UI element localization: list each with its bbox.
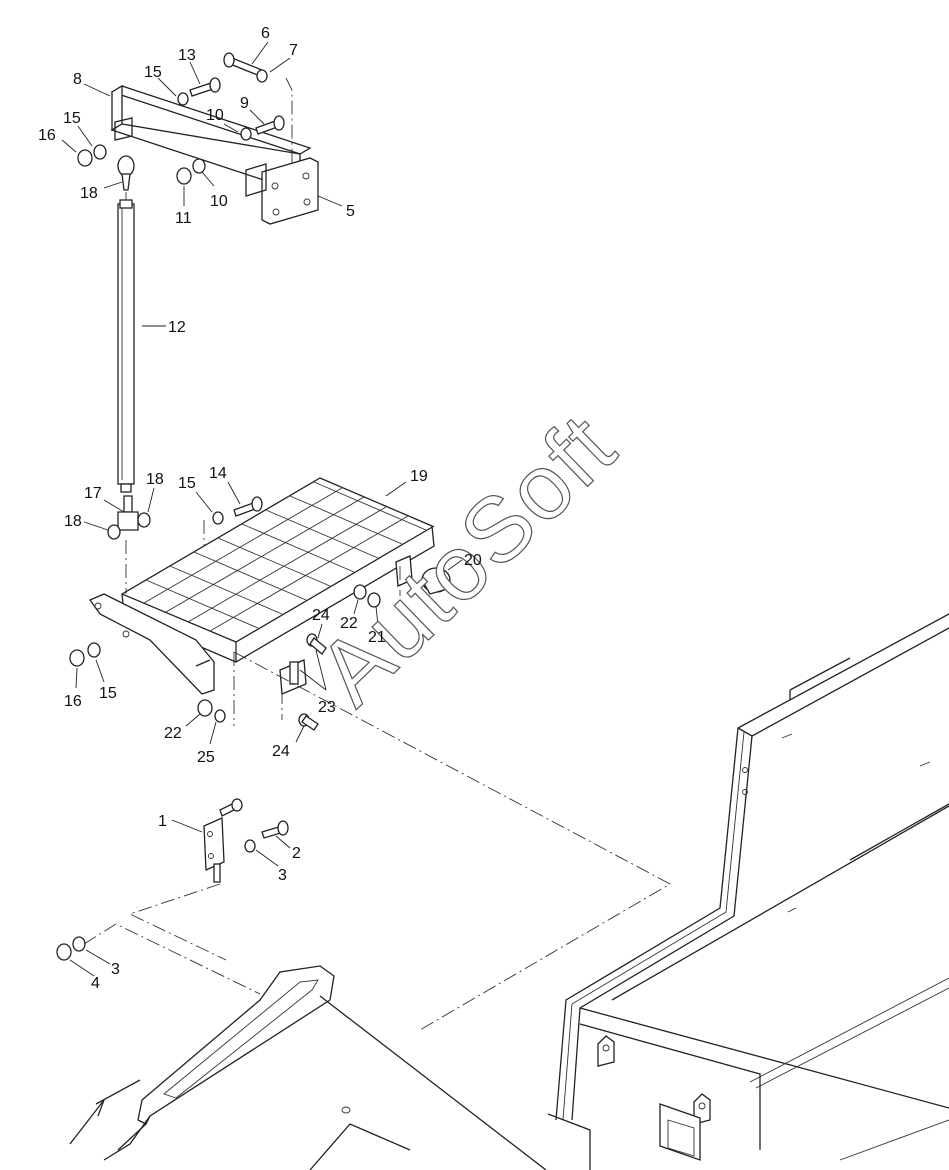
- hinge-bracket-1: [203, 798, 243, 883]
- callout-16: 16: [38, 127, 56, 144]
- bolt-2: [261, 820, 289, 839]
- washer-3-top: [244, 839, 256, 853]
- callout-10: 10: [210, 193, 228, 210]
- nut-16-bottom: [69, 649, 85, 667]
- washer-21: [367, 592, 381, 608]
- callout-7: 7: [289, 42, 298, 59]
- nut-18-right: [137, 512, 151, 528]
- washer-3-bottom: [72, 936, 86, 952]
- callout-18: 18: [64, 513, 82, 530]
- bolt-6: [223, 52, 263, 77]
- callout-21: 21: [368, 629, 386, 646]
- mounting-plate: [245, 157, 319, 225]
- assembly-lines: [83, 77, 671, 1031]
- callout-24: 24: [312, 607, 330, 624]
- washer-15-top: [177, 92, 189, 106]
- callout-15: 15: [99, 685, 117, 702]
- clevis-bottom: [117, 495, 139, 531]
- callout-10: 10: [206, 107, 224, 124]
- callout-15: 15: [178, 475, 196, 492]
- callout-20: 20: [464, 552, 482, 569]
- callout-5: 5: [346, 203, 355, 220]
- callout-labels: 6 7 13 8 15 9 15 10 16 10 11 18 5 12 14 …: [38, 25, 482, 992]
- nut-18-left: [107, 524, 121, 540]
- clevis-top: [117, 155, 135, 191]
- washer-7: [256, 69, 268, 83]
- callout-6: 6: [261, 25, 270, 42]
- callout-18: 18: [146, 471, 164, 488]
- nut-22-bottom: [197, 699, 213, 717]
- callout-22: 22: [340, 615, 358, 632]
- bolt-14: [233, 496, 263, 517]
- washer-15-left: [93, 144, 107, 160]
- callout-2: 2: [292, 845, 301, 862]
- base-frame: [69, 965, 547, 1170]
- callout-13: 13: [178, 47, 196, 64]
- bumper-20: [421, 567, 451, 595]
- callout-25: 25: [197, 749, 215, 766]
- callout-12: 12: [168, 319, 186, 336]
- callout-24: 24: [272, 743, 290, 760]
- callout-15: 15: [144, 64, 162, 81]
- bolt-24-bottom: [298, 713, 319, 731]
- washer-25: [214, 709, 226, 723]
- callout-1: 1: [158, 813, 167, 830]
- handle-bracket: [110, 84, 312, 193]
- nut-4: [56, 943, 72, 961]
- callout-3: 3: [278, 867, 287, 884]
- washer-15-mid: [212, 511, 224, 525]
- callout-14: 14: [209, 465, 227, 482]
- nut-22-right: [353, 584, 367, 600]
- washer-15-bottom: [87, 642, 101, 658]
- leader-lines: [61, 41, 463, 977]
- washer-10-b: [192, 158, 206, 174]
- washer-10-a: [240, 127, 252, 141]
- callout-3: 3: [111, 961, 120, 978]
- callout-8: 8: [73, 71, 82, 88]
- callout-11: 11: [175, 210, 192, 227]
- gas-strut: [117, 199, 135, 493]
- callout-15: 15: [63, 110, 81, 127]
- bolt-13: [189, 77, 221, 97]
- bolt-24-top: [306, 633, 327, 655]
- hinge-23: [279, 659, 307, 695]
- nut-16-top: [77, 149, 93, 167]
- callout-17: 17: [84, 485, 102, 502]
- callout-18: 18: [80, 185, 98, 202]
- callout-16: 16: [64, 693, 82, 710]
- callout-23: 23: [318, 699, 336, 716]
- machine-frame: [547, 613, 949, 1170]
- bolt-9: [255, 115, 285, 135]
- callout-22: 22: [164, 725, 182, 742]
- nut-11: [176, 167, 192, 185]
- callout-9: 9: [240, 95, 249, 112]
- callout-19: 19: [410, 468, 428, 485]
- step-grating: [121, 477, 435, 663]
- callout-4: 4: [91, 975, 100, 992]
